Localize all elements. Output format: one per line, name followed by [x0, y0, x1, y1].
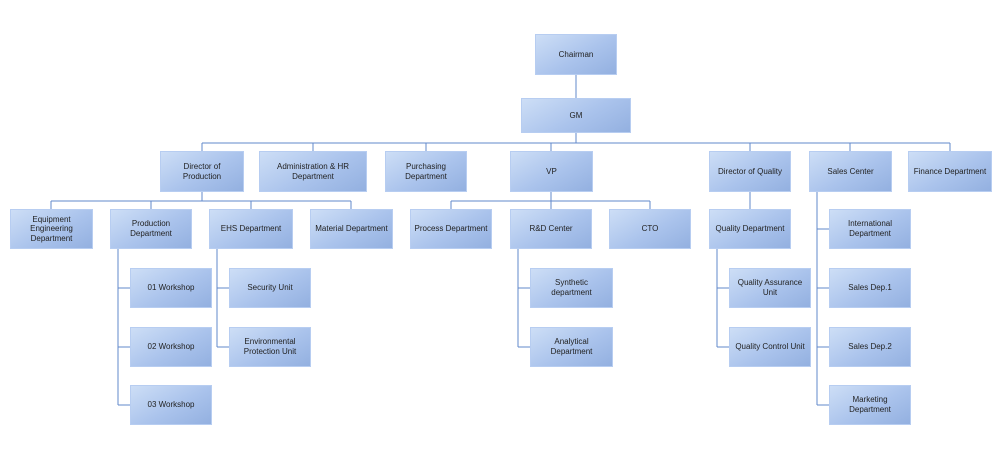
connector-vp-bus: [450, 192, 651, 209]
org-node-chairman: Chairman: [535, 34, 617, 75]
org-node-finance-department: Finance Department: [908, 151, 992, 192]
connector-rnd-trunk: [517, 249, 530, 348]
org-node-cto: CTO: [609, 209, 691, 249]
org-node-workshop-03: 03 Workshop: [130, 385, 212, 425]
org-node-sales-dep-2: Sales Dep.2: [829, 327, 911, 367]
org-node-sales-dep-1: Sales Dep.1: [829, 268, 911, 308]
connector-ehs-trunk: [216, 249, 229, 348]
org-node-director-of-production: Director of Production: [160, 151, 244, 192]
connector-production-dept-trunk: [117, 249, 130, 406]
org-node-process-department: Process Department: [410, 209, 492, 249]
connector-gm-row2-bus: [201, 133, 951, 151]
org-node-workshop-02: 02 Workshop: [130, 327, 212, 367]
org-node-security-unit: Security Unit: [229, 268, 311, 308]
org-node-environmental-protection-unit: Environmental Protection Unit: [229, 327, 311, 367]
org-node-purchasing-department: Purchasing Department: [385, 151, 467, 192]
org-node-director-of-quality: Director of Quality: [709, 151, 791, 192]
org-node-material-department: Material Department: [310, 209, 393, 249]
org-node-quality-assurance-unit: Quality Assurance Unit: [729, 268, 811, 308]
org-node-sales-center: Sales Center: [809, 151, 892, 192]
org-node-synthetic-department: Synthetic department: [530, 268, 613, 308]
org-node-admin-hr-department: Administration & HR Department: [259, 151, 367, 192]
org-node-quality-department: Quality Department: [709, 209, 791, 249]
connector-quality-dept-trunk: [716, 249, 729, 348]
org-node-production-department: Production Department: [110, 209, 192, 249]
org-node-workshop-01: 01 Workshop: [130, 268, 212, 308]
connector-sales-center-trunk: [816, 192, 829, 406]
connector-production-director-bus: [50, 192, 352, 209]
org-node-equipment-engineering-department: Equipment Engineering Department: [10, 209, 93, 249]
org-node-quality-control-unit: Quality Control Unit: [729, 327, 811, 367]
org-node-international-department: International Department: [829, 209, 911, 249]
org-node-marketing-department: Marketing Department: [829, 385, 911, 425]
org-node-vp: VP: [510, 151, 593, 192]
org-node-gm: GM: [521, 98, 631, 133]
org-node-analytical-department: Analytical Department: [530, 327, 613, 367]
org-node-rnd-center: R&D Center: [510, 209, 592, 249]
org-node-ehs-department: EHS Department: [209, 209, 293, 249]
